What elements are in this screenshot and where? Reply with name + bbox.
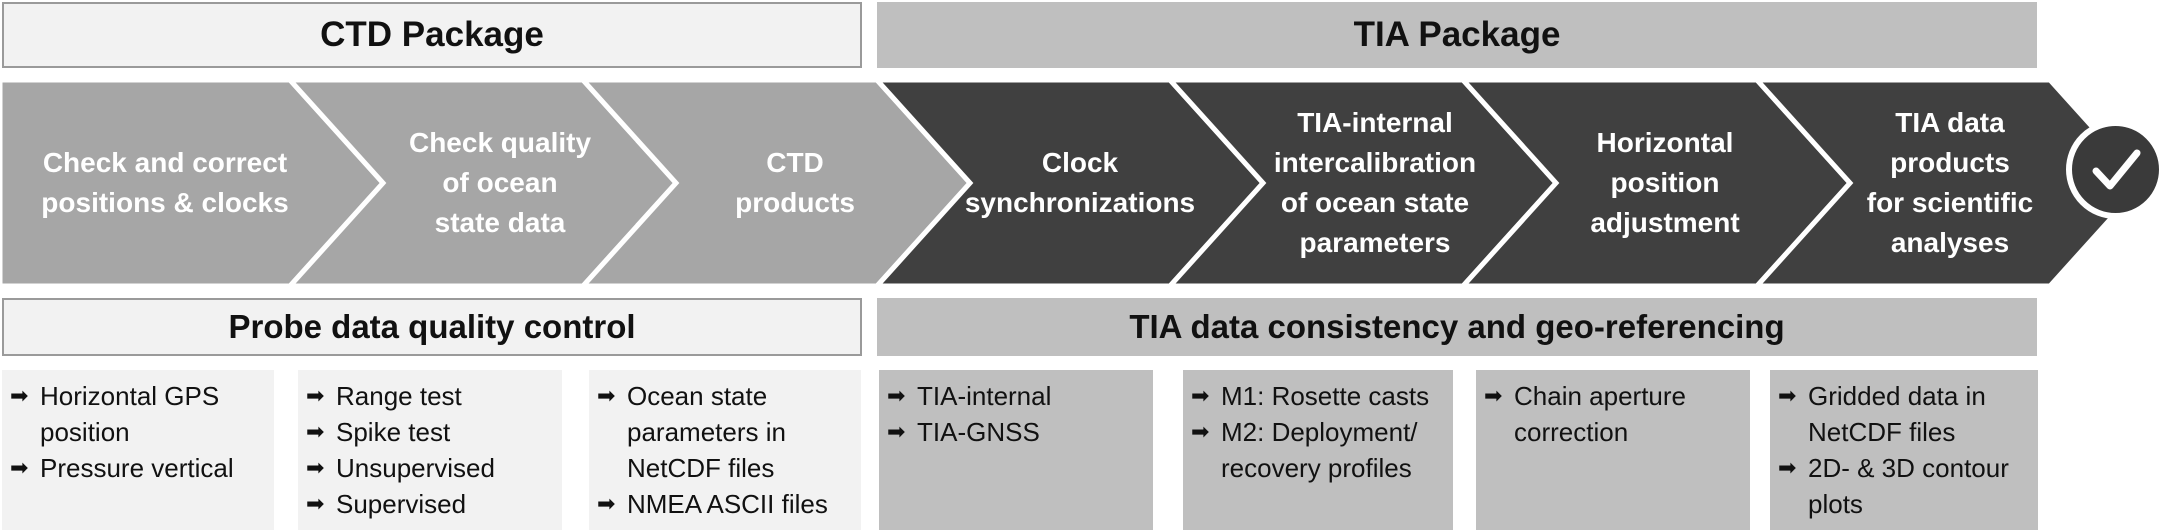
arrow-bullet-icon: ➡: [1778, 455, 1797, 480]
tia-consistency-band: TIA data consistency and geo-referencing: [877, 298, 2037, 356]
arrow-bullet-icon: ➡: [1191, 383, 1210, 408]
list-item: ➡TIA-internal: [887, 378, 1145, 414]
step-label-horizontal-adjustment: Horizontal position adjustment: [1590, 127, 1740, 238]
chevron-step-2: [286, 80, 680, 286]
chevron-step-7: [1753, 80, 2147, 286]
list-item: ➡Horizontal GPS position: [10, 378, 266, 450]
arrow-bullet-icon: ➡: [597, 383, 616, 408]
ctd-package-band: CTD Package: [2, 2, 862, 68]
list-item: ➡Chain aperture correction: [1484, 378, 1742, 450]
arrow-bullet-icon: ➡: [10, 383, 29, 408]
detail-box-tests: ➡Range test ➡Spike test ➡Unsupervised ➡S…: [298, 370, 562, 530]
step-label-check-correct: Check and correct positions & clocks: [41, 147, 289, 218]
step-label-ctd-products: CTD products: [735, 147, 855, 218]
list-item: ➡Supervised: [306, 486, 554, 522]
step-label-clock-sync: Clock synchronizations: [964, 147, 1196, 218]
chevron-step-5: [1166, 80, 1560, 286]
detail-box-intercalibration: ➡M1: Rosette casts ➡M2: Deployment/ reco…: [1183, 370, 1453, 530]
arrow-bullet-icon: ➡: [1778, 383, 1797, 408]
arrow-bullet-icon: ➡: [887, 419, 906, 444]
detail-box-ctd-products: ➡Ocean state parameters in NetCDF files …: [589, 370, 861, 530]
arrow-bullet-icon: ➡: [306, 383, 325, 408]
checkmark-glyph: [2092, 149, 2140, 189]
chevron-step-3: [579, 80, 974, 286]
arrow-bullet-icon: ➡: [306, 455, 325, 480]
list-item: ➡Pressure vertical: [10, 450, 266, 486]
list-item: ➡M2: Deployment/ recovery profiles: [1191, 414, 1445, 486]
detail-box-clock-sync: ➡TIA-internal ➡TIA-GNSS: [879, 370, 1153, 530]
tia-package-band: TIA Package: [877, 2, 2037, 68]
probe-qc-band: Probe data quality control: [2, 298, 862, 356]
arrow-bullet-icon: ➡: [1484, 383, 1503, 408]
process-flow: [0, 80, 2147, 286]
arrow-bullet-icon: ➡: [306, 491, 325, 516]
checkmark-icon: [2066, 120, 2165, 219]
list-item: ➡Spike test: [306, 414, 554, 450]
list-item: ➡NMEA ASCII files: [597, 486, 853, 522]
chevron-step-4: [873, 80, 1267, 286]
arrow-bullet-icon: ➡: [597, 491, 616, 516]
arrow-bullet-icon: ➡: [306, 419, 325, 444]
arrow-bullet-icon: ➡: [1191, 419, 1210, 444]
ctd-package-title: CTD Package: [320, 15, 544, 54]
probe-qc-title: Probe data quality control: [228, 308, 636, 345]
list-item: ➡Ocean state parameters in NetCDF files: [597, 378, 853, 486]
tia-consistency-title: TIA data consistency and geo-referencing: [1129, 308, 1785, 345]
list-item: ➡Gridded data in NetCDF files: [1778, 378, 2030, 450]
arrow-bullet-icon: ➡: [10, 455, 29, 480]
chevron-step-6: [1459, 80, 1854, 286]
list-item: ➡TIA-GNSS: [887, 414, 1145, 450]
list-item: ➡Unsupervised: [306, 450, 554, 486]
detail-box-horizontal: ➡Chain aperture correction: [1476, 370, 1750, 530]
step-label-intercalibration: TIA-internal intercalibration of ocean s…: [1273, 107, 1477, 258]
tia-package-title: TIA Package: [1353, 15, 1561, 54]
list-item: ➡2D- & 3D contour plots: [1778, 450, 2030, 522]
list-item: ➡M1: Rosette casts: [1191, 378, 1445, 414]
detail-box-tia-products: ➡Gridded data in NetCDF files ➡2D- & 3D …: [1770, 370, 2038, 530]
arrow-bullet-icon: ➡: [887, 383, 906, 408]
detail-box-positions: ➡Horizontal GPS position ➡Pressure verti…: [2, 370, 274, 530]
step-label-check-quality: Check quality of ocean state data: [408, 127, 592, 238]
list-item: ➡Range test: [306, 378, 554, 414]
step-label-tia-products: TIA data products for scientific analyse…: [1866, 107, 2034, 258]
